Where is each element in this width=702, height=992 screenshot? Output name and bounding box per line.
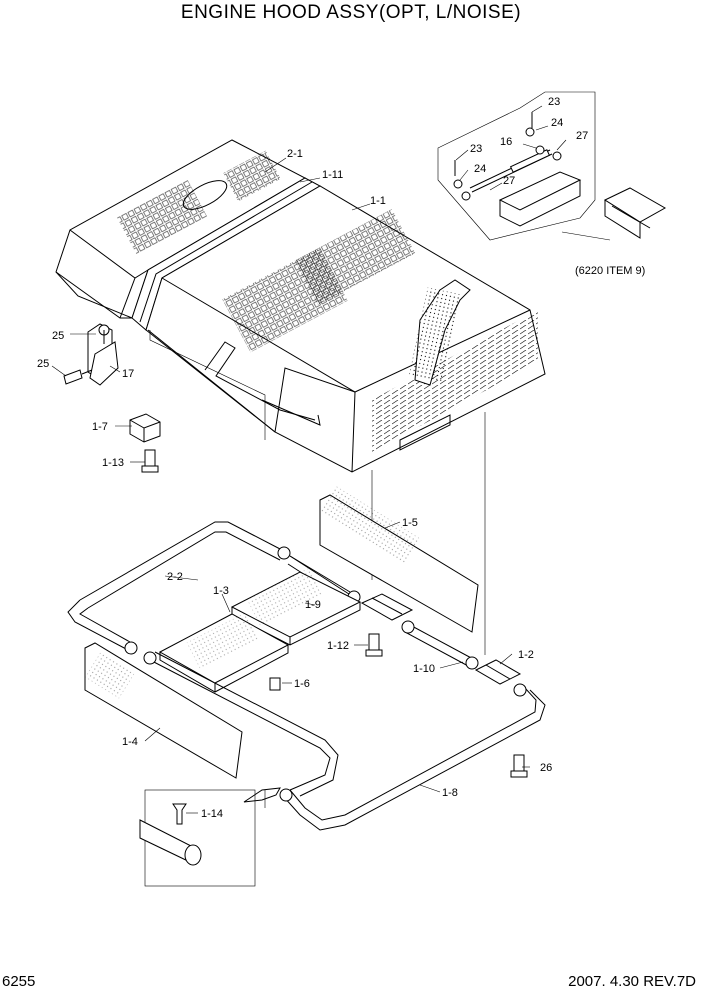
callout-1-11: 1-11 [322,169,343,181]
callout-1-9: 1-9 [305,599,321,611]
callout-24-upper: 24 [551,117,563,129]
callout-23-lower: 23 [470,143,482,155]
callout-1-2: 1-2 [518,649,534,661]
callout-27-upper: 27 [576,130,588,142]
callout-1-10: 1-10 [413,663,435,675]
callout-26: 26 [540,762,552,774]
callout-labels: 2-1 1-11 1-1 25 25 17 1-7 1-13 23 24 16 … [37,96,645,820]
callout-1-3: 1-3 [213,585,229,597]
callout-1-1: 1-1 [370,195,386,207]
callout-1-7: 1-7 [92,421,108,433]
callout-1-5: 1-5 [402,517,418,529]
reference-note: (6220 ITEM 9) [575,265,645,277]
callout-1-8: 1-8 [442,787,458,799]
callout-23-upper: 23 [548,96,560,108]
callout-1-6: 1-6 [294,678,310,690]
page-title: ENGINE HOOD ASSY(OPT, L/NOISE) [180,2,522,23]
callout-1-14: 1-14 [201,808,223,820]
callout-2-2: 2-2 [167,571,183,583]
callout-leaders [51,105,567,814]
callout-27-lower: 27 [503,175,515,187]
revision-date: 2007. 4.30 REV.7D [568,973,696,990]
latch-assembly [63,323,161,473]
page-number: 6255 [2,973,36,990]
callout-25-upper: 25 [52,330,64,342]
callout-1-12: 1-12 [327,640,349,652]
callout-1-13: 1-13 [102,457,124,469]
callout-2-1: 2-1 [287,148,303,160]
frame-drawing [67,485,546,887]
callout-24-lower: 24 [474,163,486,175]
engine-hood-drawing [55,139,546,655]
callout-1-4: 1-4 [122,736,138,748]
callout-17: 17 [122,368,134,380]
gas-spring-inset [437,91,667,241]
callout-25-lower: 25 [37,358,49,370]
callout-16: 16 [500,136,512,148]
